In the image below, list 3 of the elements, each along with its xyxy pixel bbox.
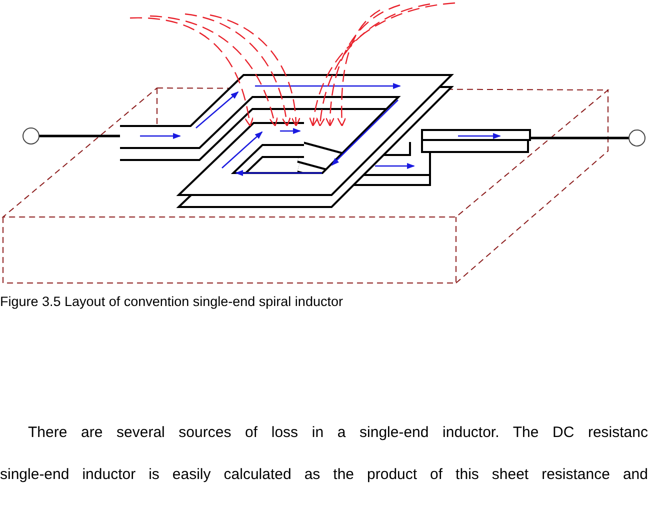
body-text-line: single-end inductor is easily calculated as the product of this sheet resistance and	[0, 466, 648, 483]
figure-caption: Figure 3.5 Layout of convention single-end spiral inductor	[0, 294, 343, 309]
body-text-line: There are several sources of loss in a single-end inductor. The DC resistanc	[28, 424, 648, 441]
